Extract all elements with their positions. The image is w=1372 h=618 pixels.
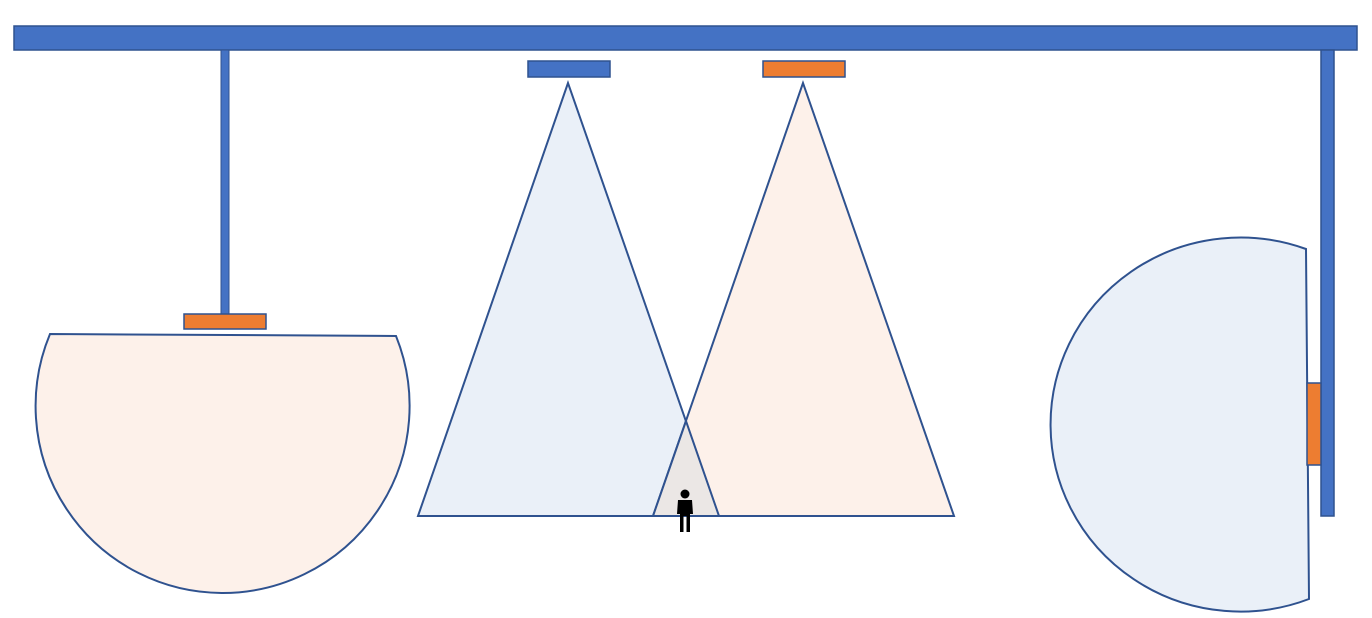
blue-cone-shape [416, 79, 721, 517]
orange-cone-shape [651, 79, 956, 517]
ceiling-beam [13, 25, 1358, 51]
pendant-sensor [183, 313, 267, 330]
pendant-rod [220, 49, 230, 316]
person-head [680, 489, 690, 499]
wall-coverage-shape [1049, 236, 1311, 613]
ceiling-sensor-orange [762, 60, 846, 78]
pendant-coverage-shape [34, 332, 411, 594]
wall-sensor [1306, 382, 1322, 466]
wall-post [1320, 49, 1335, 517]
person-icon [677, 489, 693, 532]
person-body [677, 500, 693, 532]
ceiling-sensor-blue [527, 60, 611, 78]
